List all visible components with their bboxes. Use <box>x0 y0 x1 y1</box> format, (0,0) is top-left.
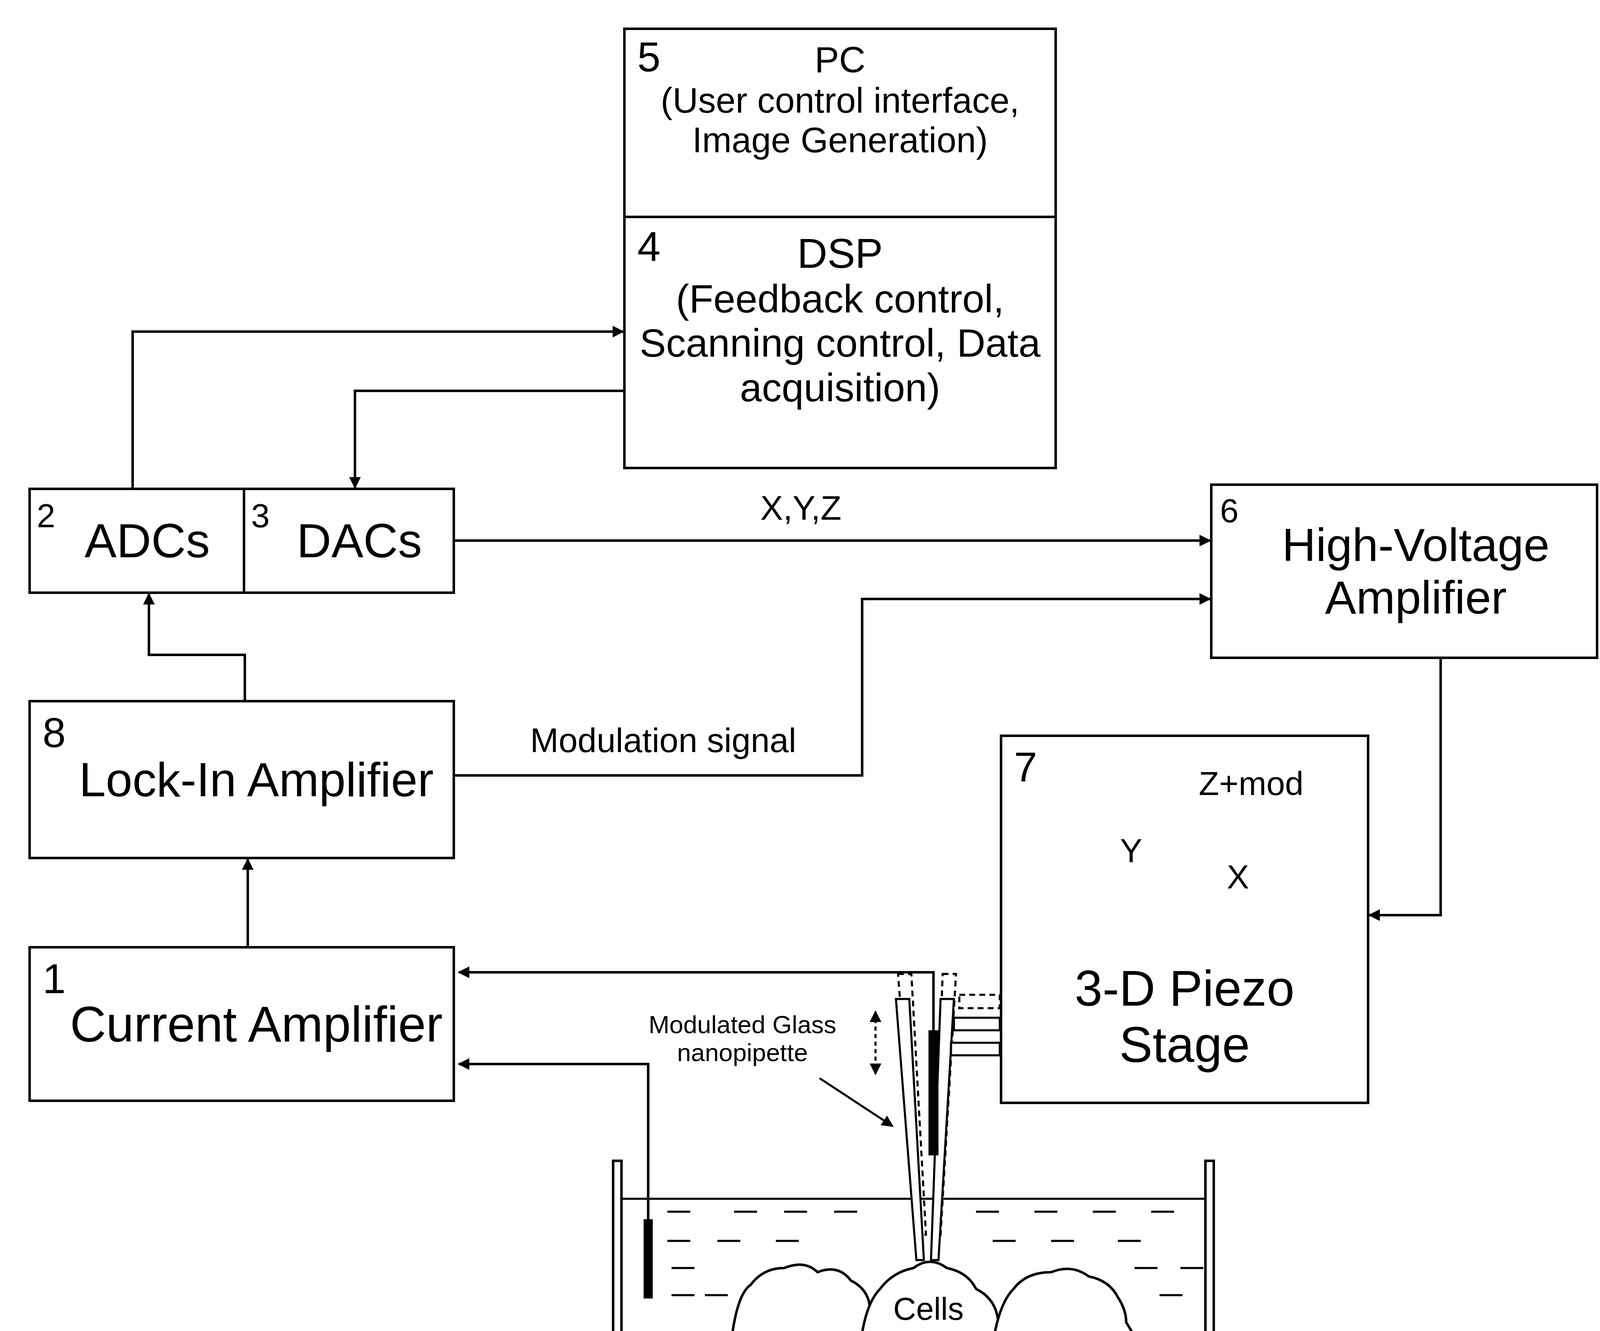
block-box: 6High-Voltage Amplifier <box>1210 483 1599 660</box>
box-content: DACs <box>245 490 453 592</box>
cells <box>732 1261 1133 1331</box>
pipette-electrode <box>928 1030 939 1156</box>
block-box: 2 ADCs <box>28 487 246 594</box>
box-label: (User control interface, Image Generatio… <box>633 80 1047 160</box>
signal-connector <box>354 390 624 488</box>
box-content: Current Amplifier <box>30 948 453 1100</box>
glass-nanopipette <box>895 998 954 1261</box>
signal-connector <box>148 593 245 700</box>
box-content: ADCs <box>30 490 243 592</box>
box-content: Lock-In Amplifier <box>30 702 453 857</box>
callout-number: 8 <box>42 711 66 754</box>
axis-label: Z+mod <box>1197 764 1306 803</box>
block-box: 7 3-D Piezo Stage <box>999 734 1370 1105</box>
signal-connector <box>1369 659 1441 916</box>
signal-label: X,Y,Z <box>757 488 845 528</box>
box-content: DSP(Feedback control, Scanning control, … <box>625 218 1055 467</box>
callout-number: 1 <box>42 957 66 1000</box>
pipette-holder <box>950 1017 1000 1056</box>
part-label: Cells <box>891 1290 966 1327</box>
block-box: 8Lock-In Amplifier <box>28 699 456 860</box>
box-content: PC(User control interface, Image Generat… <box>625 30 1055 216</box>
modulation-arrow <box>874 1011 877 1075</box>
callout-number: 4 <box>637 225 661 268</box>
callout-number: 7 <box>1013 746 1038 788</box>
block-box: 1Current Amplifier <box>28 945 456 1102</box>
box-label: Lock-In Amplifier <box>78 752 434 807</box>
callout-number: 6 <box>1220 494 1239 528</box>
leader-line <box>819 1078 893 1127</box>
axis-label: Y <box>1118 832 1144 870</box>
box-label: High-Voltage Amplifier <box>1241 518 1590 624</box>
part-label: Modulated Glass nanopipette <box>628 1010 857 1067</box>
electrode-wires <box>458 972 934 1220</box>
block-box: 5PC(User control interface, Image Genera… <box>623 27 1057 219</box>
box-label: Current Amplifier <box>70 996 443 1052</box>
callout-number: 2 <box>36 499 56 533</box>
box-content: 3-D Piezo Stage <box>1002 737 1367 1102</box>
box-heading: PC <box>814 39 866 81</box>
box-content: High-Voltage Amplifier <box>1212 485 1596 657</box>
signal-connector <box>246 859 250 946</box>
box-label: (Feedback control, Scanning control, Dat… <box>633 276 1047 410</box>
box-label: 3-D Piezo Stage <box>1010 960 1359 1073</box>
callout-number: 5 <box>637 35 661 78</box>
box-heading: DSP <box>797 229 884 277</box>
bath-electrode <box>643 1219 653 1299</box>
signal-label: Modulation signal <box>526 721 800 760</box>
callout-number: 3 <box>251 499 270 533</box>
box-label: DACs <box>296 513 422 568</box>
block-box: 4DSP(Feedback control, Scanning control,… <box>623 215 1057 470</box>
signal-connector <box>455 539 1211 542</box>
block-box: 3 DACs <box>242 487 456 594</box>
axis-label: X <box>1225 858 1251 896</box>
box-label: ADCs <box>84 513 210 568</box>
signal-connector <box>132 331 624 488</box>
